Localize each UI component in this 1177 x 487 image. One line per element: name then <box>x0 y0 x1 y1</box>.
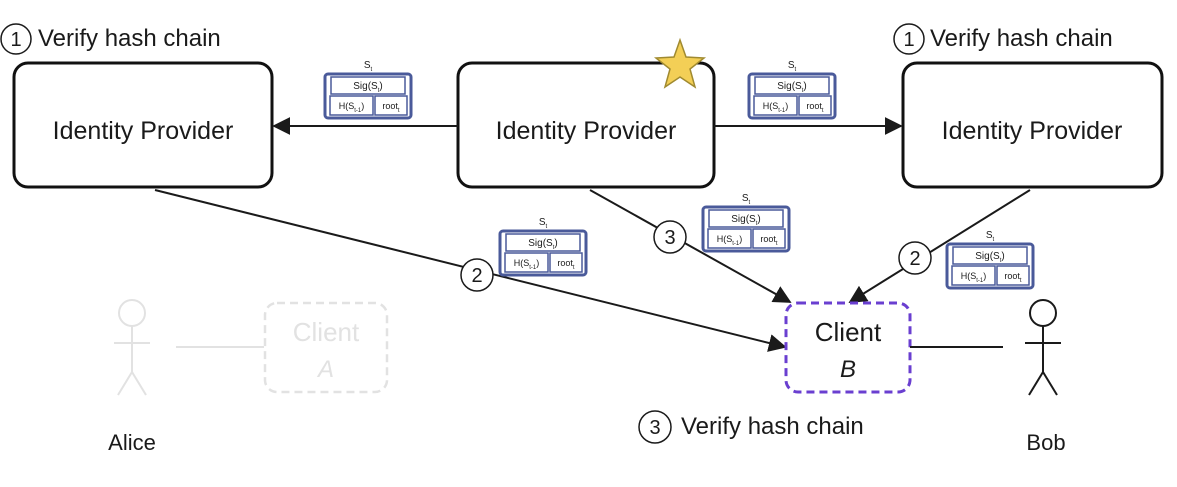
client-b-letter: B <box>840 356 856 383</box>
arrow-right-provider-to-client-b <box>848 189 1031 303</box>
packet-signature: Sig(St) <box>975 251 1004 264</box>
packet-title: St <box>788 60 797 73</box>
stick-figure-icon <box>114 299 150 396</box>
packet-prev-hash: H(St-1) <box>763 101 789 114</box>
identity-provider-right: Identity Provider <box>901 61 1164 189</box>
packet-title: St <box>364 60 373 73</box>
packet-prev-hash: H(St-1) <box>717 234 743 247</box>
packet-root: roott <box>806 101 824 114</box>
svg-text:1: 1 <box>903 29 914 51</box>
packet-signature: Sig(St) <box>777 81 806 94</box>
packet-title: St <box>539 217 548 230</box>
identity-provider-left: Identity Provider <box>12 61 274 189</box>
svg-text:2: 2 <box>909 248 920 270</box>
stick-figure-icon <box>1025 299 1061 396</box>
packet-prev-hash: H(St-1) <box>339 101 365 114</box>
client-a-label: Client <box>293 317 360 347</box>
packet-signature: Sig(St) <box>528 238 557 251</box>
packet-title: St <box>742 193 751 206</box>
packet-prev-hash: H(St-1) <box>514 258 540 271</box>
verify-left-text: Verify hash chain <box>38 25 221 52</box>
packet-signature: Sig(St) <box>731 214 760 227</box>
packet-prev-hash: H(St-1) <box>961 271 987 284</box>
alice-label: Alice <box>108 430 156 455</box>
identity-provider-center: Identity Provider <box>456 61 716 189</box>
provider-left-label: Identity Provider <box>53 117 234 145</box>
client-b: Client B <box>784 301 912 394</box>
arrow-center-provider-to-client-b <box>589 189 792 303</box>
client-a: Client A <box>263 301 389 394</box>
svg-text:1: 1 <box>10 29 21 51</box>
verify-step-bottom: 3 Verify hash chain <box>638 410 864 444</box>
packet-signature: Sig(St) <box>353 81 382 94</box>
svg-text:3: 3 <box>664 227 675 249</box>
verify-step-right: 1 Verify hash chain <box>893 23 1113 55</box>
packet-root: roott <box>760 234 778 247</box>
provider-right-label: Identity Provider <box>942 117 1123 145</box>
verify-right-text: Verify hash chain <box>930 25 1113 52</box>
client-a-letter: A <box>316 356 334 383</box>
packet-title: St <box>986 230 995 243</box>
svg-text:3: 3 <box>649 417 660 439</box>
step-marker-left: 2 <box>460 258 494 292</box>
client-b-label: Client <box>815 317 882 347</box>
step-marker-right: 2 <box>898 241 932 275</box>
step-marker-center: 3 <box>653 220 687 254</box>
packet-root: roott <box>382 101 400 114</box>
bob-label: Bob <box>1026 430 1065 455</box>
verify-bottom-text: Verify hash chain <box>681 413 864 440</box>
provider-center-label: Identity Provider <box>496 117 677 145</box>
svg-text:2: 2 <box>471 265 482 287</box>
verify-step-left: 1 Verify hash chain <box>0 23 221 55</box>
star-icon <box>653 37 707 89</box>
packet-root: roott <box>557 258 575 271</box>
packet-root: roott <box>1004 271 1022 284</box>
